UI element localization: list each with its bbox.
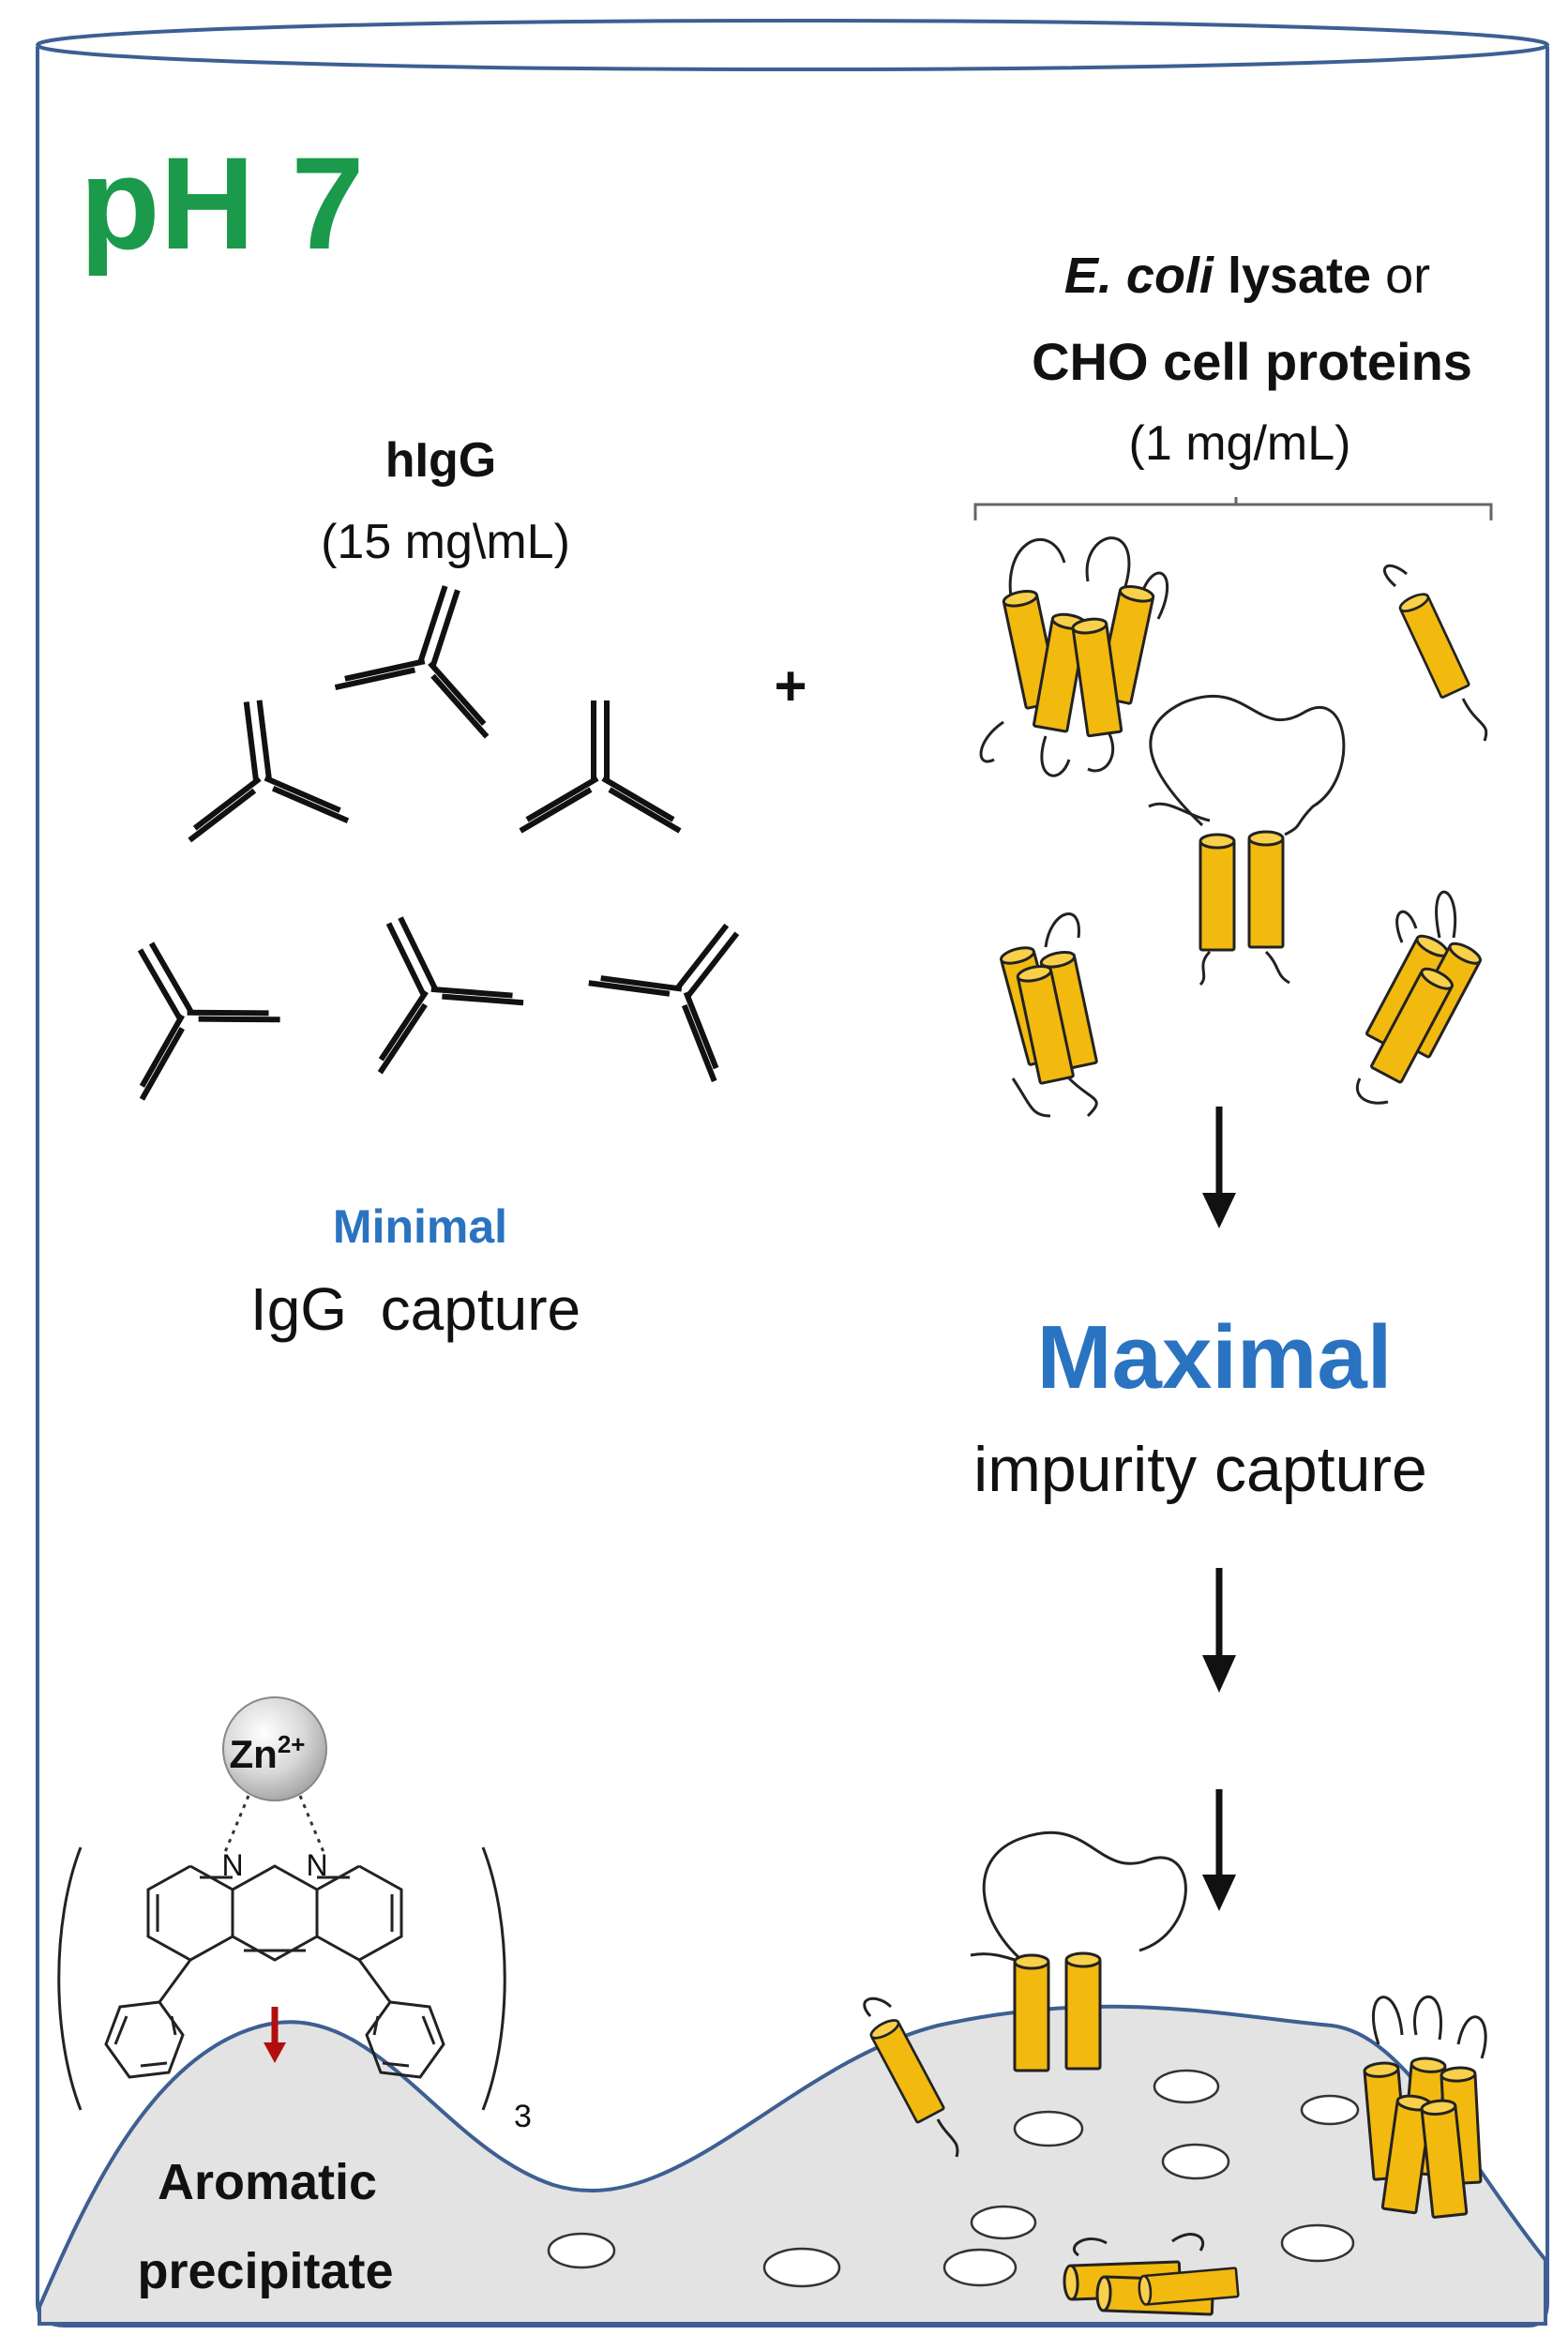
antibody-icon	[589, 881, 795, 1081]
pore	[1280, 2223, 1355, 2263]
phenanthroline-structure	[104, 1864, 445, 2079]
pore	[1013, 2110, 1084, 2147]
zinc-symbol: Zn	[230, 1732, 278, 1776]
pore	[942, 2248, 1018, 2287]
bound-protein-group	[863, 1830, 1487, 2316]
protein-dimer-top	[1148, 694, 1346, 987]
antibody-icon	[335, 564, 527, 737]
pore	[1161, 2143, 1230, 2180]
plus-sign: +	[774, 655, 807, 717]
protein-bundle	[1355, 890, 1485, 1105]
nitrogen-label: N	[221, 1848, 243, 1882]
protein-lying	[1062, 2233, 1240, 2316]
protein-bundle	[1362, 1995, 1487, 2220]
pore-group	[547, 2069, 1360, 2288]
antibody-icon	[323, 885, 523, 1072]
container-rim	[36, 19, 1549, 71]
zinc-charge: 2+	[278, 1730, 306, 1758]
arrow-down-icon	[1202, 1568, 1236, 1693]
nitrogen-label: N	[306, 1848, 327, 1882]
arrow-down-icon	[1202, 1789, 1236, 1911]
antibody-name: hIgG	[385, 433, 496, 488]
zinc-ligand-complex: Zn2+ 3 N N	[57, 1696, 532, 2134]
antibody-icon	[173, 691, 348, 840]
source-italic: E. coli	[1064, 248, 1214, 304]
source-tail: or	[1371, 248, 1430, 304]
source-line-2: CHO cell proteins	[1032, 332, 1472, 391]
antibody-icon	[520, 700, 680, 831]
pore	[970, 2205, 1037, 2240]
left-paren	[57, 1846, 83, 2111]
antibody-concentration: (15 mg\mL)	[321, 515, 570, 569]
protein-single	[1382, 564, 1488, 742]
ph-label: pH 7	[80, 129, 364, 277]
pore	[762, 2247, 841, 2288]
source-line-1: E. coli lysate or	[1064, 248, 1430, 304]
maximal-label: Maximal	[1037, 1307, 1393, 1408]
zinc-ion-label: Zn2+	[230, 1730, 306, 1776]
protein-bundle	[998, 912, 1099, 1118]
impurity-capture-label: impurity capture	[973, 1434, 1427, 1505]
bracket	[973, 497, 1493, 520]
pore	[1153, 2069, 1220, 2104]
protein-dimer-bound	[970, 1830, 1187, 2072]
igg-capture-label: IgG capture	[250, 1275, 580, 1343]
ligand-subscript: 3	[514, 2099, 532, 2134]
antibody-icon	[77, 907, 280, 1099]
zinc-ion-icon	[222, 1696, 327, 1801]
source-bold: lysate	[1214, 248, 1371, 304]
coordination-bonds	[223, 1795, 325, 1853]
right-paren	[481, 1846, 506, 2111]
arrow-down-icon	[1202, 1107, 1236, 1228]
minimal-label: Minimal	[333, 1200, 507, 1253]
antibody-group	[77, 564, 794, 1099]
flow-arrows	[1202, 1107, 1236, 2134]
precipitate-label-line2: precipitate	[137, 2243, 393, 2299]
precipitate-label-line1: Aromatic	[158, 2154, 377, 2210]
protein-group	[979, 536, 1488, 1118]
red-arrow-down-icon	[264, 2007, 286, 2063]
precipitate-surface	[38, 2004, 1547, 2326]
protein-bundle	[979, 536, 1168, 777]
source-concentration: (1 mg/mL)	[1129, 416, 1351, 471]
protein-single	[863, 1996, 959, 2158]
pore	[547, 2232, 616, 2269]
pore	[1300, 2094, 1360, 2126]
